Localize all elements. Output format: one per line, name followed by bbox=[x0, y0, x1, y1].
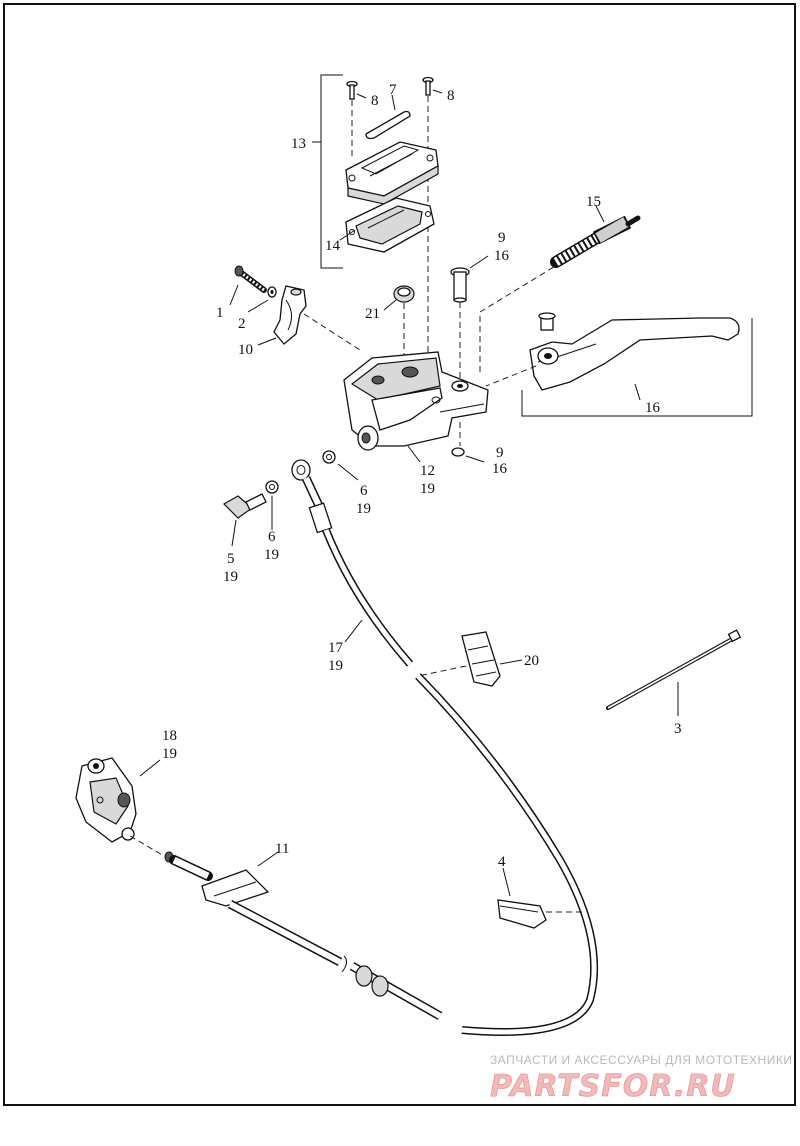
callout-9-bottom: 9 bbox=[496, 445, 504, 461]
screw-8-left bbox=[346, 80, 358, 160]
callout-4: 4 bbox=[498, 854, 506, 870]
callout-18: 18 bbox=[162, 728, 177, 744]
clutch-lever-16 bbox=[529, 317, 740, 391]
gasket-7 bbox=[365, 110, 411, 140]
hose-clip-4 bbox=[497, 899, 584, 929]
watermark-tagline: ЗАПЧАСТИ И АКСЕССУАРЫ ДЛЯ МОТОТЕХНИКИ bbox=[490, 1053, 792, 1067]
callout-6-left: 6 bbox=[268, 529, 276, 545]
callout-20: 20 bbox=[524, 653, 539, 669]
callout-15: 15 bbox=[586, 194, 601, 210]
callout-8-left: 8 bbox=[371, 93, 379, 109]
cable-tie-3 bbox=[606, 629, 742, 710]
banjo-bolt-5 bbox=[223, 493, 267, 519]
reservoir-cover-13 bbox=[345, 141, 439, 205]
callout-17: 17 bbox=[328, 640, 344, 656]
callout-9-top: 9 bbox=[498, 230, 506, 246]
callout-9-bottom-16: 16 bbox=[492, 461, 508, 477]
callout-5-19: 19 bbox=[223, 569, 238, 585]
callout-16: 16 bbox=[645, 400, 661, 416]
master-cylinder-12 bbox=[343, 351, 489, 451]
bushing-16 bbox=[538, 312, 556, 331]
washer-6-left bbox=[265, 480, 279, 494]
bolt-1 bbox=[234, 265, 267, 293]
retaining-ring-9 bbox=[451, 422, 465, 457]
callout-17-19: 19 bbox=[328, 658, 343, 674]
washer-2 bbox=[267, 286, 277, 298]
slave-cylinder-18 bbox=[75, 757, 165, 857]
piston-assembly-15 bbox=[550, 215, 641, 268]
callout-8-right: 8 bbox=[447, 88, 455, 104]
callout-13: 13 bbox=[291, 136, 306, 152]
washer-6-right bbox=[322, 450, 336, 464]
callout-12: 12 bbox=[420, 463, 435, 479]
clamp-10 bbox=[273, 285, 307, 345]
group-13-bracket bbox=[320, 74, 343, 269]
plug-21 bbox=[393, 285, 415, 355]
callout-12-19: 19 bbox=[420, 481, 435, 497]
pushrod-assembly-11 bbox=[164, 851, 443, 1020]
callout-6-left-19: 19 bbox=[264, 547, 279, 563]
group-16-bracket bbox=[521, 318, 753, 417]
callout-1: 1 bbox=[216, 305, 224, 321]
watermark-logo: PARTSFOR.RU bbox=[490, 1069, 736, 1104]
callout-6-right: 6 bbox=[360, 483, 368, 499]
diaphragm-14 bbox=[345, 197, 435, 253]
callout-18-19: 19 bbox=[162, 746, 177, 762]
callout-5: 5 bbox=[227, 551, 235, 567]
callout-7: 7 bbox=[389, 82, 397, 98]
diagram-border bbox=[3, 3, 796, 1106]
clutch-hose-17 bbox=[291, 459, 599, 1036]
screw-8-right bbox=[422, 76, 434, 355]
callout-11: 11 bbox=[275, 841, 289, 857]
callout-10: 10 bbox=[238, 342, 253, 358]
callout-3: 3 bbox=[674, 721, 682, 737]
callout-21: 21 bbox=[365, 306, 380, 322]
callout-6-right-19: 19 bbox=[356, 501, 371, 517]
callout-14: 14 bbox=[325, 238, 341, 254]
callout-9-top-16: 16 bbox=[494, 248, 510, 264]
callout-2: 2 bbox=[238, 316, 246, 332]
hose-clip-20 bbox=[417, 631, 501, 687]
pivot-pin-9 bbox=[450, 267, 470, 380]
